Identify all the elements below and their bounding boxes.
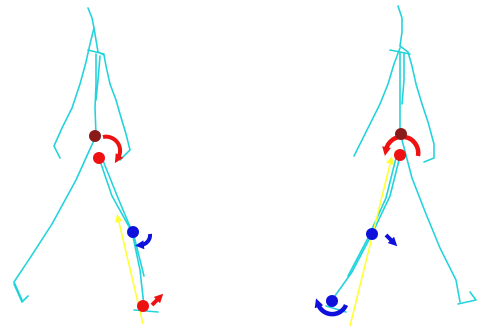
right-head-outline [398, 6, 402, 46]
right-hip-joint-near [394, 149, 406, 161]
right-shank-outline [348, 158, 396, 276]
left-ankle-moment-arrow [152, 298, 159, 305]
right-ground-force-vector [350, 160, 391, 326]
right-walking-figure [318, 6, 476, 326]
left-far-thigh [14, 138, 95, 300]
left-hip-joint-near [93, 152, 105, 164]
right-knee-moment-arrow [386, 235, 393, 242]
left-skeleton [14, 8, 158, 312]
right-hip-joint-far [395, 128, 407, 140]
right-knee-joint [366, 228, 378, 240]
left-ankle-joint [137, 300, 149, 312]
right-arm-b [402, 54, 404, 104]
right-far-thigh [402, 140, 460, 302]
left-knee-moment-arrow [141, 234, 150, 245]
left-knee-joint [127, 226, 139, 238]
left-trunk-back [54, 28, 94, 158]
left-hip-joint-far [89, 130, 101, 142]
right-ankle-joint [326, 295, 338, 307]
left-walking-figure [14, 8, 159, 324]
left-trunk-front [98, 52, 130, 160]
left-hip-moment-arrow [103, 137, 120, 158]
